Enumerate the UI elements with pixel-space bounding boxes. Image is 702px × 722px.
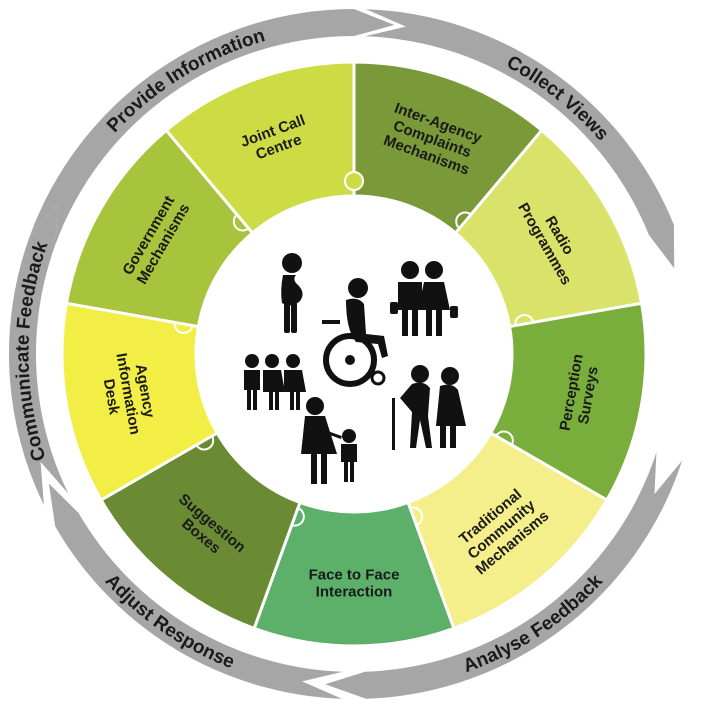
parent-and-child-icon <box>301 397 357 484</box>
process-arrow-2 <box>365 9 675 269</box>
process-arrow-4 <box>48 483 343 699</box>
mechanism-segment: TraditionalCommunityMechanisms <box>403 430 609 631</box>
mechanism-label-line: Interaction <box>316 584 393 601</box>
puzzle-knob <box>344 171 364 191</box>
segment-shape <box>164 60 356 236</box>
process-arrow-3 <box>325 452 683 699</box>
mechanism-label-line: Face to Face <box>309 567 400 584</box>
wheelchair-user-icon <box>322 278 388 387</box>
mechanism-label-line: Desk <box>100 378 123 417</box>
mechanism-segments: Inter-AgencyComplaintsMechanismsRadioPro… <box>60 60 648 648</box>
process-arrow-5 <box>8 203 69 506</box>
mechanism-label: AgencyInformationDesk <box>96 349 161 439</box>
family-shopping-icon <box>390 261 458 336</box>
elderly-couple-icon <box>392 365 466 450</box>
center-people-icons <box>244 253 466 484</box>
process-arrow-1 <box>29 9 395 246</box>
pregnant-woman-icon <box>281 253 303 333</box>
children-group-icon <box>244 354 306 410</box>
mechanism-segment: Joint CallCentre <box>164 60 364 236</box>
